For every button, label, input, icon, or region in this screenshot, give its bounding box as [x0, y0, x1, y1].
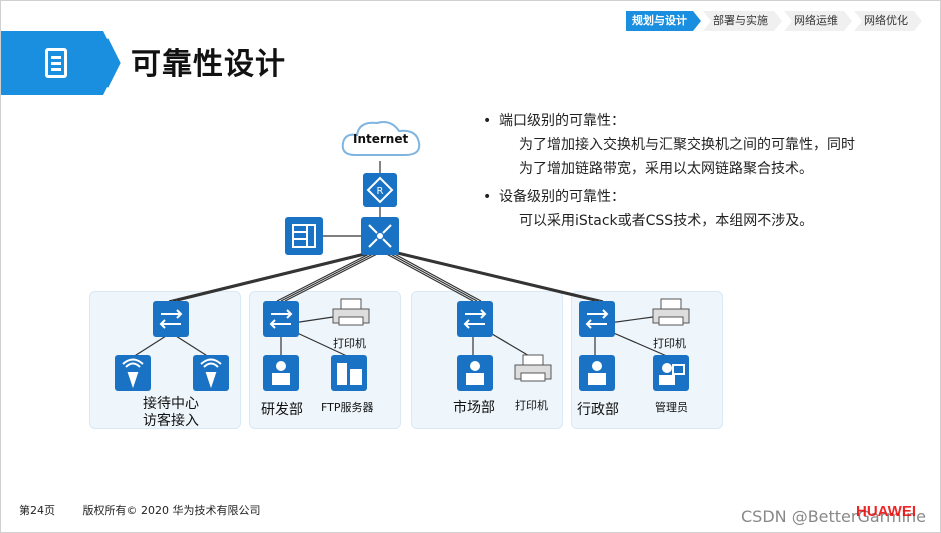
- internet-label: Internet: [353, 132, 409, 146]
- bullet-port-desc-line2: 为了增加链路带宽，采用以太网链路聚合技术。: [519, 161, 813, 177]
- printer-icon: [652, 298, 690, 326]
- page-title: 可靠性设计: [131, 47, 286, 82]
- access-switch-icon: [579, 301, 615, 337]
- firewall-icon: [285, 217, 323, 255]
- huawei-logo: HUAWEI: [856, 503, 916, 520]
- document-icon: [45, 48, 67, 78]
- bullet-port-desc-line1: 为了增加接入交换机与汇聚交换机之间的可靠性，同时: [519, 137, 855, 153]
- access-switch-icon: [263, 301, 299, 337]
- chevron-icon: [105, 38, 121, 88]
- device-links: [132, 161, 670, 358]
- access-switch-icon: [457, 301, 493, 337]
- bullet-device-desc: 可以采用iStack或者CSS技术，本组网不涉及。: [481, 209, 921, 233]
- footer: 第24页 版权所有© 2020 华为技术有限公司: [19, 502, 285, 518]
- access-switch-icon: [153, 301, 189, 337]
- user-icon: [579, 355, 615, 391]
- bullet-list: 端口级别的可靠性： 为了增加接入交换机与汇聚交换机之间的可靠性，同时 为了增加链…: [481, 109, 921, 237]
- watermark: CSDN @BetterGarmine: [740, 507, 926, 526]
- cloud-icon: [341, 121, 421, 156]
- user-icon: [263, 355, 299, 391]
- router-icon: R: [363, 173, 397, 207]
- admin-icon: [653, 355, 689, 391]
- reception-label: 接待中心: [143, 396, 199, 412]
- title-bar: 可靠性设计: [1, 31, 941, 95]
- manager-label: 管理员: [655, 401, 688, 414]
- page-number: 第24页: [19, 504, 55, 517]
- user-icon: [457, 355, 493, 391]
- printer-icon: [514, 354, 552, 382]
- printer-label: 打印机: [653, 337, 686, 350]
- bullet-device-reliability: 设备级别的可靠性：: [481, 185, 921, 209]
- breadcrumb-item-deploy[interactable]: 部署与实施: [703, 11, 782, 31]
- title-icon-box: [1, 31, 119, 95]
- printer-label: 打印机: [515, 399, 548, 412]
- breadcrumb-item-design[interactable]: 规划与设计: [626, 11, 701, 31]
- bullet-device-desc-line1: 可以采用iStack或者CSS技术，本组网不涉及。: [519, 213, 814, 229]
- breadcrumb-item-optimize[interactable]: 网络优化: [854, 11, 922, 31]
- ftp-server-label: FTP服务器: [321, 401, 374, 414]
- copyright: 版权所有© 2020 华为技术有限公司: [82, 504, 261, 517]
- printer-icon: [332, 298, 370, 326]
- printer-label: 打印机: [333, 337, 366, 350]
- bullet-port-reliability: 端口级别的可靠性：: [481, 109, 921, 133]
- market-label: 市场部: [453, 400, 495, 416]
- rd-label: 研发部: [261, 402, 303, 418]
- svg-text:R: R: [377, 186, 384, 197]
- core-switch-icon: [361, 217, 399, 255]
- server-icon: [331, 355, 367, 391]
- wireless-ap-icon: [193, 355, 229, 391]
- wireless-ap-icon: [115, 355, 151, 391]
- breadcrumb: 规划与设计 部署与实施 网络运维 网络优化: [624, 11, 922, 31]
- link-aggregation-lines: [168, 250, 604, 302]
- visitor-access-label: 访客接入: [143, 413, 199, 429]
- admin-dept-label: 行政部: [577, 402, 619, 418]
- bullet-port-desc: 为了增加接入交换机与汇聚交换机之间的可靠性，同时 为了增加链路带宽，采用以太网链…: [481, 133, 921, 181]
- breadcrumb-item-ops[interactable]: 网络运维: [784, 11, 852, 31]
